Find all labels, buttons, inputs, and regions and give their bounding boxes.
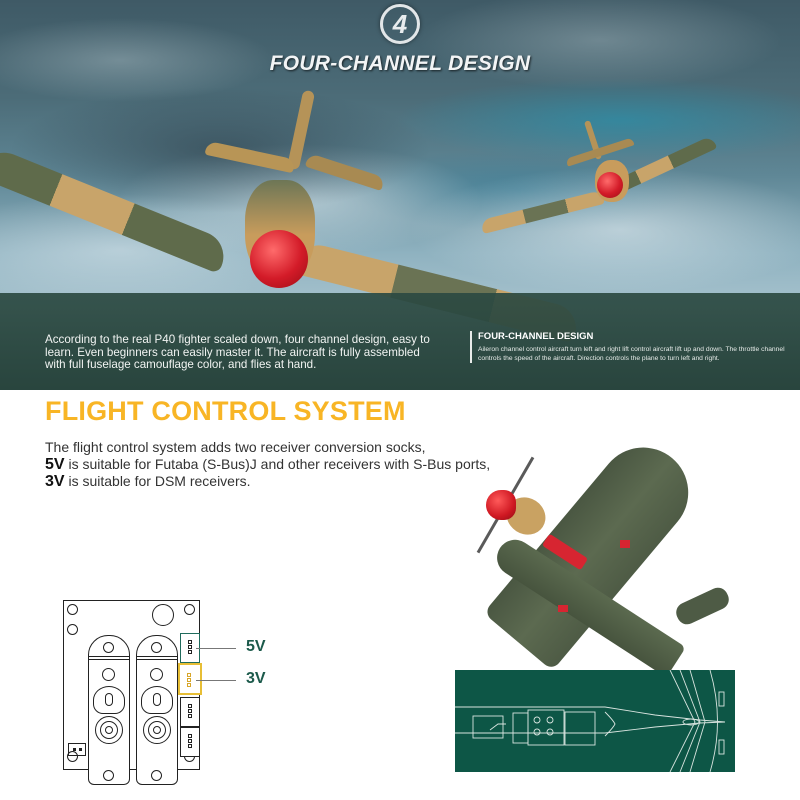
5v-emphasis: 5V xyxy=(45,455,65,473)
hero-caption-band xyxy=(0,293,800,390)
3v-leader-line xyxy=(196,680,236,682)
servo-left-icon xyxy=(88,635,130,785)
3v-label: 3V xyxy=(246,670,266,687)
servo-port-icon xyxy=(180,727,200,757)
hero-title: FOUR-CHANNEL DESIGN xyxy=(269,52,531,75)
mount-hole-icon xyxy=(67,751,78,762)
3v-emphasis: 3V xyxy=(45,473,65,490)
description-line-2: 5V is suitable for Futaba (S-Bus)J and o… xyxy=(45,455,491,473)
p40-rc-plane-image xyxy=(470,420,740,678)
four-channel-badge-icon: 4 xyxy=(380,4,420,44)
description-line-1: The flight control system adds two recei… xyxy=(45,439,426,455)
p40-plane-small-image xyxy=(480,120,740,234)
hero-description: According to the real P40 fighter scaled… xyxy=(45,333,430,371)
side-panel-title: FOUR-CHANNEL DESIGN xyxy=(478,331,594,342)
section-title: FLIGHT CONTROL SYSTEM xyxy=(45,396,406,426)
flight-controller-board-diagram xyxy=(63,600,202,770)
mount-hole-icon xyxy=(184,604,195,615)
5v-leader-line xyxy=(196,648,236,650)
hero-title-block: 4 FOUR-CHANNEL DESIGN xyxy=(0,4,800,76)
side-panel-text: Aileron channel control aircraft turn le… xyxy=(478,346,785,362)
p40-plane-large-image xyxy=(0,89,600,344)
3v-port-icon xyxy=(178,663,202,695)
power-connector-icon xyxy=(68,743,86,756)
mount-hole-icon xyxy=(67,624,78,635)
hero-banner: 4 FOUR-CHANNEL DESIGN According to the r… xyxy=(0,0,800,390)
section-description: The flight control system adds two recei… xyxy=(45,439,565,491)
description-line-3: 3V is suitable for DSM receivers. xyxy=(45,473,251,490)
hero-side-panel: FOUR-CHANNEL DESIGN Aileron channel cont… xyxy=(470,331,790,363)
servo-right-icon xyxy=(136,635,178,785)
capacitor-icon xyxy=(152,604,174,626)
fuselage-blueprint-diagram xyxy=(455,670,735,772)
5v-label: 5V xyxy=(246,638,266,655)
mount-hole-icon xyxy=(67,604,78,615)
servo-port-icon xyxy=(180,697,200,727)
